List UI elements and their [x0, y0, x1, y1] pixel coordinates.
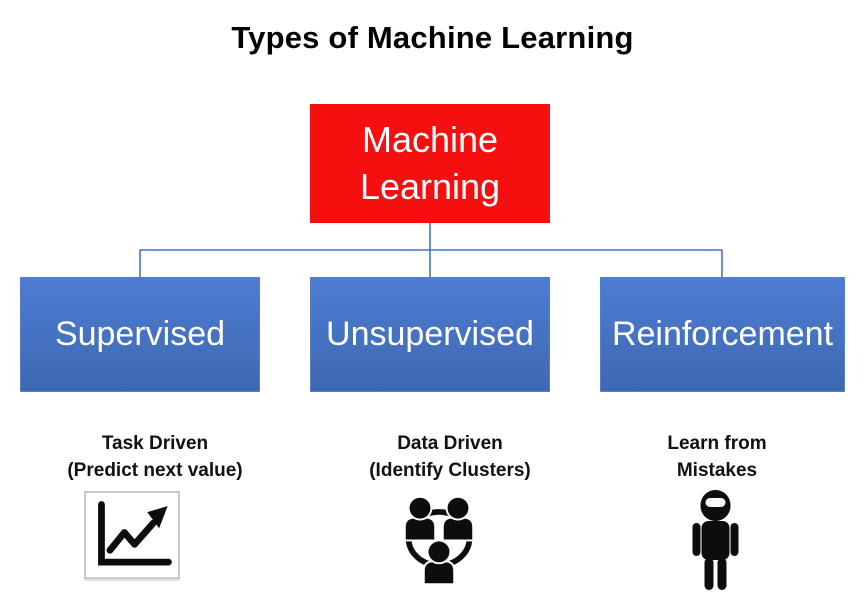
- node-supervised: Supervised: [20, 277, 260, 392]
- caption-line: Mistakes: [676, 459, 758, 481]
- caption-unsupervised: Data Driven (Identify Clusters): [330, 431, 570, 484]
- page-title: Types of Machine Learning: [231, 20, 634, 55]
- people-cluster-icon: [396, 492, 482, 587]
- caption-line: (Identify Clusters): [369, 459, 531, 481]
- caption-line: Learn from: [667, 433, 767, 454]
- node-reinforcement: Reinforcement: [600, 277, 845, 392]
- node-label: Machine Learning: [359, 119, 501, 207]
- node-label: Supervised: [54, 315, 226, 353]
- caption-line: Task Driven: [101, 433, 209, 454]
- node-unsupervised: Unsupervised: [310, 277, 550, 392]
- node-label: Unsupervised: [326, 315, 534, 353]
- robot-icon: [692, 490, 739, 590]
- caption-line: (Predict next value): [67, 459, 243, 481]
- node-label: Reinforcement: [611, 315, 834, 353]
- caption-supervised: Task Driven (Predict next value): [35, 431, 275, 484]
- caption-line: Data Driven: [397, 433, 503, 454]
- line-chart-icon: [84, 491, 180, 579]
- caption-reinforcement: Learn from Mistakes: [597, 431, 837, 484]
- node-machine-learning: Machine Learning: [310, 104, 550, 223]
